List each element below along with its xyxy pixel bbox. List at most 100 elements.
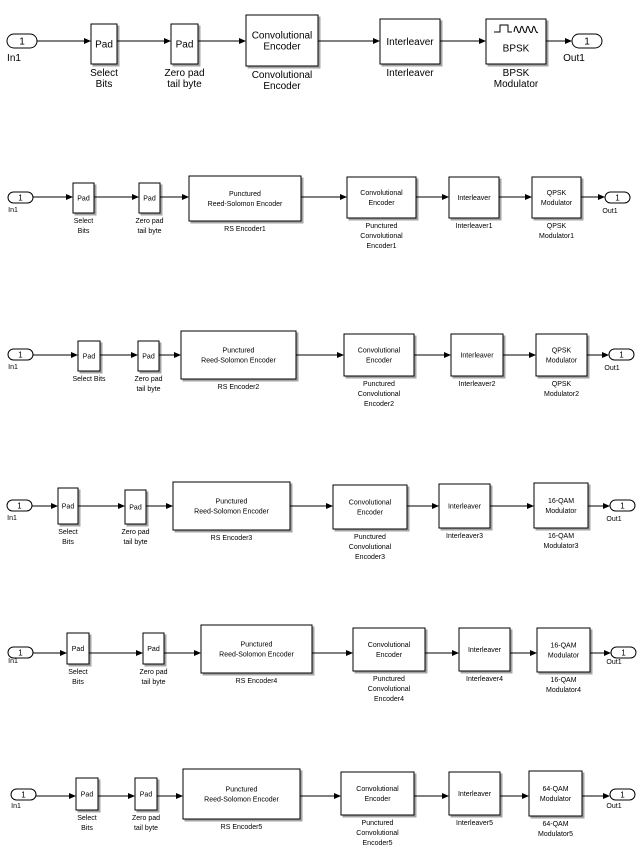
block-caption: tail byte (136, 386, 160, 393)
block-body[interactable] (531, 176, 582, 219)
block-body[interactable] (346, 176, 417, 219)
block-text: Pad (143, 196, 156, 203)
block-body[interactable] (180, 330, 297, 380)
bpsk-waveform-icon (494, 24, 539, 34)
outport-block[interactable] (609, 788, 636, 801)
block-body[interactable] (536, 627, 591, 673)
block-body[interactable] (75, 777, 99, 811)
block-body[interactable] (172, 481, 291, 531)
block-caption: Punctured (366, 223, 398, 230)
block-body[interactable] (72, 182, 95, 214)
block[interactable]: ConvolutionalEncoderPuncturedConvolution… (346, 176, 417, 250)
block-text: Encoder (366, 358, 393, 365)
outport-block[interactable] (610, 646, 637, 659)
block-body[interactable] (533, 482, 589, 529)
block[interactable]: ConvolutionalEncoderPuncturedConvolution… (352, 627, 426, 703)
block-text: Punctured (223, 348, 255, 355)
block-text: Encoder (263, 42, 301, 53)
outport-block[interactable] (604, 191, 631, 204)
signal-arrow-arrowhead (340, 194, 347, 200)
block-body[interactable] (379, 18, 441, 65)
block-body[interactable] (124, 489, 147, 525)
block[interactable]: ConvolutionalEncoderPuncturedConvolution… (332, 484, 408, 561)
block-caption: Convolutional (349, 544, 392, 551)
block-body[interactable] (450, 333, 504, 377)
block-body[interactable] (485, 18, 547, 65)
outport-block[interactable] (608, 348, 635, 361)
block-caption: Encoder3 (355, 554, 385, 561)
block-body[interactable] (138, 182, 161, 214)
block-body[interactable] (90, 23, 118, 65)
outport-block[interactable] (609, 499, 636, 512)
block-body[interactable] (340, 771, 415, 816)
block-body[interactable] (332, 484, 408, 530)
block-body[interactable] (448, 771, 501, 816)
block-body[interactable] (343, 333, 415, 377)
block-body[interactable] (142, 632, 165, 665)
block-body[interactable] (134, 777, 158, 811)
block-text: QPSK (552, 348, 572, 355)
block-body[interactable] (448, 176, 500, 219)
block-caption: Bits (72, 679, 84, 686)
block-body[interactable] (200, 624, 313, 674)
block-caption: 16-QAM (548, 533, 574, 540)
block-caption: Convolutional (360, 233, 403, 240)
block-body[interactable] (352, 627, 426, 672)
block-text: Convolutional (349, 500, 392, 507)
signal-arrow-arrowhead (334, 793, 341, 799)
block-body[interactable] (458, 627, 511, 672)
block-body[interactable] (182, 768, 301, 820)
block-body[interactable] (528, 770, 583, 817)
block-body[interactable] (188, 175, 302, 222)
block-body[interactable] (66, 632, 90, 665)
block-caption: Encoder5 (363, 840, 393, 847)
block-caption: Modulator2 (544, 391, 579, 398)
block[interactable]: ConvolutionalEncoderPuncturedConvolution… (340, 771, 415, 847)
block-body[interactable] (170, 23, 199, 65)
block-body[interactable] (77, 340, 101, 372)
block-text: Interleaver (458, 791, 492, 798)
inport-block[interactable] (10, 788, 37, 801)
block-text: 16-QAM (548, 498, 574, 505)
block-text: 64-QAM (542, 786, 568, 793)
block-text: Reed-Solomon Encoder (194, 509, 269, 516)
block-body[interactable] (137, 340, 160, 372)
outport-block[interactable] (571, 33, 603, 49)
block-text: Interleaver (448, 504, 482, 511)
signal-arrow-arrowhead (432, 503, 439, 509)
block[interactable]: ConvolutionalEncoderPuncturedConvolution… (343, 333, 415, 408)
block-body[interactable] (535, 333, 588, 377)
block-caption: Modulator5 (538, 831, 573, 838)
